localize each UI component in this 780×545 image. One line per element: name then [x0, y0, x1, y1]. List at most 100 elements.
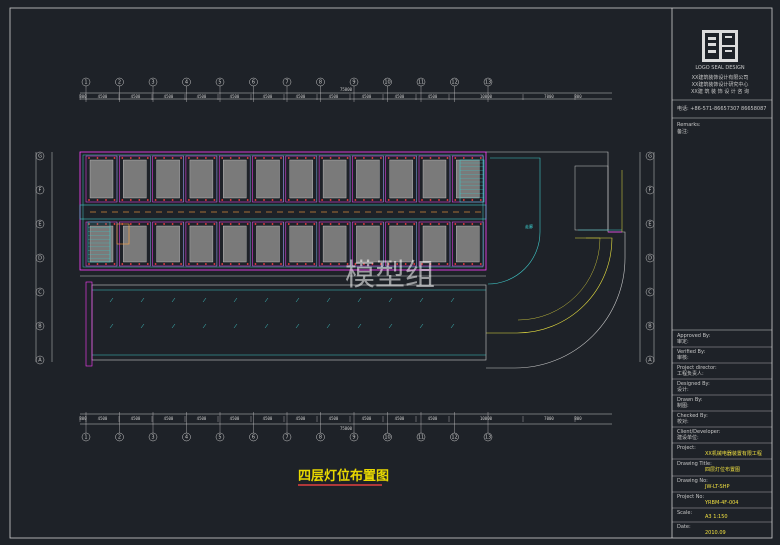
dim-label: 4500: [197, 416, 207, 421]
axis-label: 1: [84, 80, 87, 86]
axis-label: 10: [384, 80, 390, 86]
light-point: [346, 263, 349, 265]
light-point: [121, 157, 124, 159]
ceiling-panel: [456, 225, 480, 263]
light-point: [413, 263, 416, 265]
light-point: [446, 223, 449, 225]
axis-label: B: [648, 324, 652, 330]
client-cn: 建设单位:: [677, 434, 699, 441]
light-point: [205, 199, 207, 201]
axis-label: 6: [252, 435, 255, 441]
light-point: [163, 223, 166, 225]
light-point: [221, 199, 224, 201]
light-point: [363, 199, 365, 201]
dim-label: 800: [574, 94, 582, 99]
light-point: [413, 223, 416, 225]
light-point: [246, 199, 249, 201]
light-point: [438, 223, 440, 225]
dim-label: 4500: [428, 94, 438, 99]
light-point: [154, 263, 157, 265]
light-point: [429, 199, 432, 201]
light-point: [396, 263, 399, 265]
terrace-light: [233, 297, 238, 303]
company-line-3: XX建 筑 装 饰 设 计 咨 询: [691, 88, 749, 95]
approved-by-label: Approved By:: [677, 333, 711, 339]
light-point: [329, 157, 332, 159]
terrace-light: [109, 323, 114, 329]
light-point: [88, 263, 90, 265]
light-point: [271, 157, 274, 159]
light-point: [171, 199, 174, 201]
dim-label: 7000: [544, 94, 554, 99]
light-point: [238, 157, 241, 159]
light-point: [229, 263, 232, 265]
light-point: [404, 223, 407, 225]
light-point: [329, 263, 332, 265]
terrace-light: [202, 323, 207, 329]
ceiling-panel: [356, 159, 380, 199]
light-point: [380, 223, 382, 225]
room-label-corridor: 走廊: [525, 223, 533, 229]
axis-label: 9: [352, 80, 355, 86]
dim-label: 10000: [480, 94, 493, 99]
dim-label: 4500: [263, 416, 273, 421]
light-point: [246, 223, 249, 225]
axis-label: D: [38, 256, 42, 262]
light-point: [171, 263, 174, 265]
dim-label: 10000: [480, 416, 493, 421]
light-point: [113, 157, 116, 159]
drawn-by-label: Drawn By:: [677, 397, 703, 403]
light-point: [180, 199, 183, 201]
light-point: [229, 157, 232, 159]
axis-label: 2: [118, 80, 121, 86]
light-point: [396, 199, 399, 201]
light-point: [146, 199, 149, 201]
east-wing-curve-outer: [486, 237, 613, 334]
light-point: [413, 199, 416, 201]
east-wing-inner-wall: [487, 157, 541, 285]
light-point: [213, 263, 216, 265]
light-point: [321, 223, 323, 225]
light-point: [246, 157, 249, 159]
light-point: [338, 223, 340, 225]
axis-label: E: [648, 222, 651, 228]
light-point: [346, 199, 349, 201]
light-point: [180, 223, 183, 225]
light-point: [246, 263, 249, 265]
east-wing-curve-inner: [517, 237, 601, 321]
light-point: [105, 157, 107, 159]
project-value: XX机械电器装置有限工程: [705, 450, 762, 457]
light-point: [221, 223, 224, 225]
terrace-light: [140, 297, 145, 303]
light-point: [263, 263, 265, 265]
light-point: [479, 199, 482, 201]
light-point: [121, 263, 124, 265]
dim-label: 4500: [98, 416, 108, 421]
light-point: [146, 157, 149, 159]
light-point: [171, 157, 174, 159]
light-point: [296, 263, 299, 265]
light-point: [96, 263, 99, 265]
light-point: [371, 199, 374, 201]
terrace: [91, 284, 487, 361]
light-point: [196, 223, 199, 225]
axis-label: 5: [218, 435, 221, 441]
axis-label: 7: [285, 80, 288, 86]
light-point: [138, 263, 141, 265]
company-line-2: XX建筑装饰设计研究中心: [692, 81, 749, 88]
light-point: [205, 223, 207, 225]
light-point: [321, 263, 323, 265]
dim-label: 4500: [230, 416, 240, 421]
light-point: [471, 223, 474, 225]
dim-label: 4500: [329, 416, 339, 421]
light-point: [329, 223, 332, 225]
light-point: [221, 263, 224, 265]
light-point: [129, 223, 132, 225]
light-point: [421, 157, 423, 159]
light-point: [471, 157, 474, 159]
ceiling-panel: [289, 225, 313, 263]
dim-label: 4500: [131, 416, 141, 421]
light-point: [221, 157, 224, 159]
